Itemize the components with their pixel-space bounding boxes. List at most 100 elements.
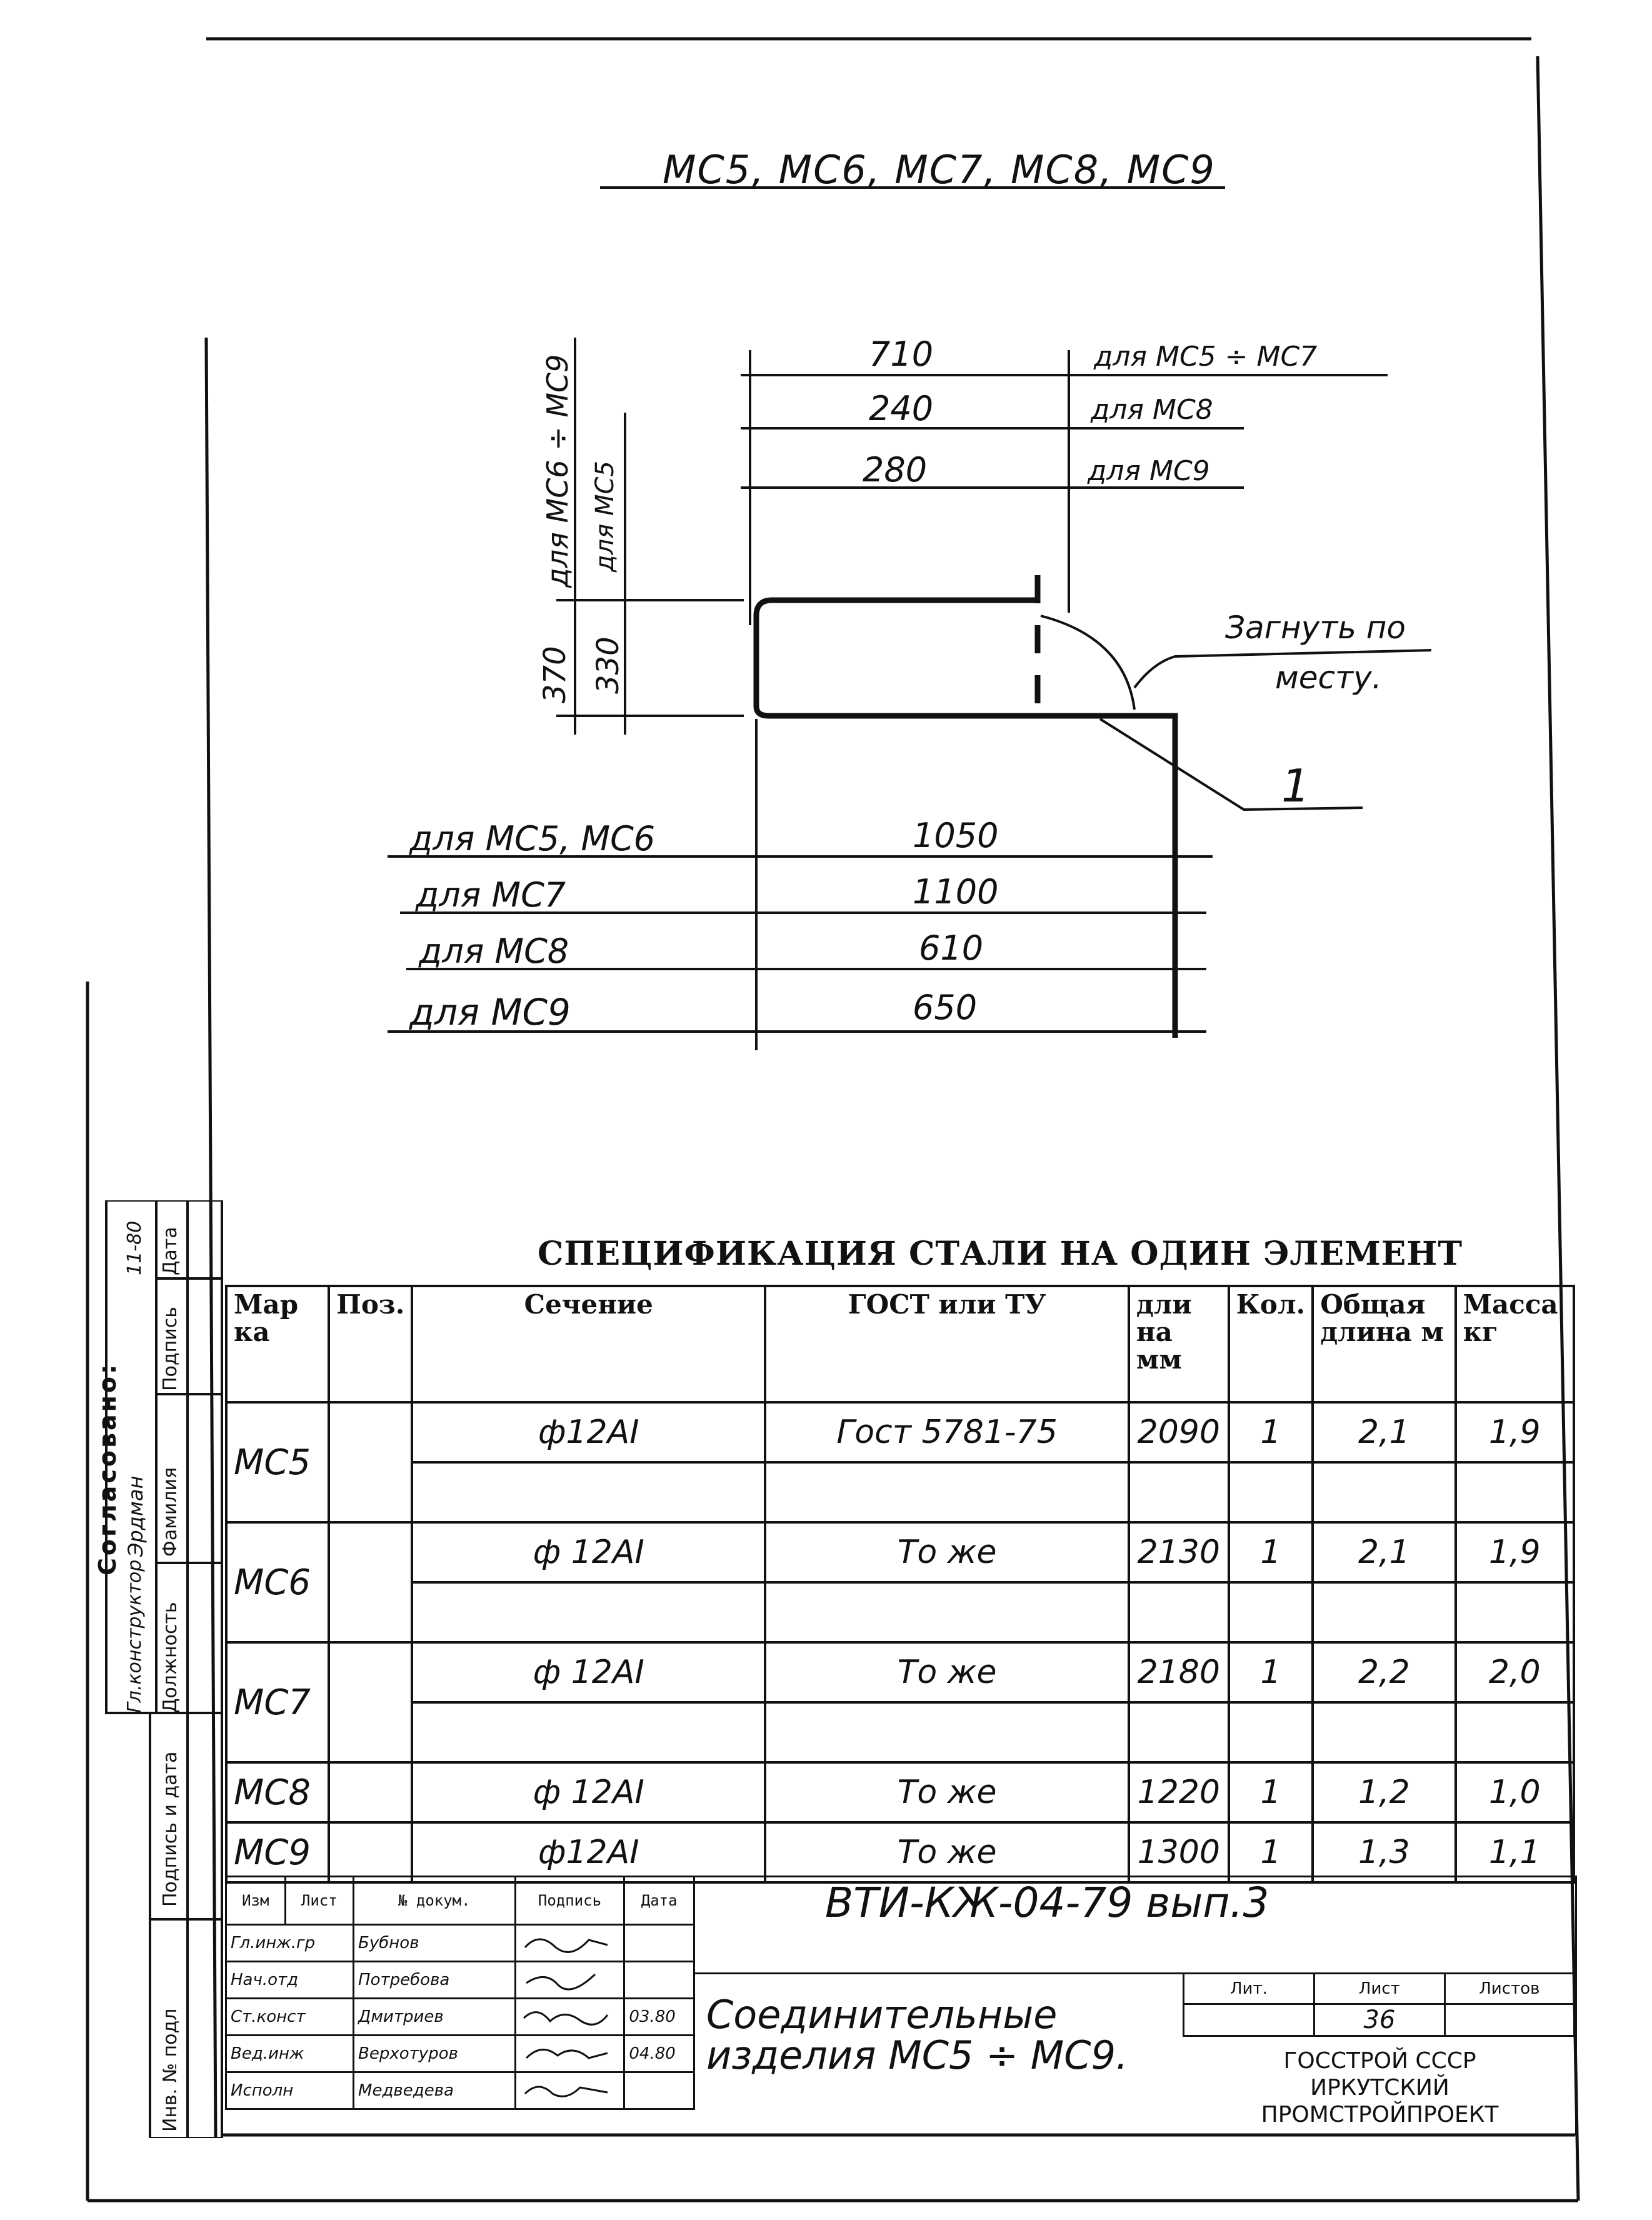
spec-caption: СПЕЦИФИКАЦИЯ СТАЛИ НА ОДИН ЭЛЕМЕНТ (538, 1235, 1463, 1273)
revision-header-row: Изм Лист № докум. Подпись Дата (225, 1876, 695, 1926)
cell-total: 1,2 (1311, 1761, 1457, 1824)
header-gost: ГОСТ или ТУ (764, 1285, 1130, 1404)
sheets-value (1443, 2003, 1576, 2037)
part-name-box (695, 1972, 1183, 2134)
dim-top-value-1: 710 (869, 334, 934, 374)
dim-bottom-label-2: для МС7 (416, 875, 566, 915)
document-code: ВТИ-КЖ-04-79 вып.3 (825, 1879, 1269, 1927)
table-row-blank (226, 1581, 1576, 1644)
cell-qty: 1 (1227, 1401, 1314, 1464)
signer-role: Исполн (224, 2071, 355, 2110)
organization-name: ГОССТРОЙ СССР ИРКУТСКИЙ ПРОМСТРОЙПРОЕКТ (1184, 2047, 1575, 2129)
sheet-info-values: 36 (1183, 2003, 1576, 2037)
dim-bottom-value-1: 1050 (913, 816, 999, 855)
cell-gost: То же (764, 1761, 1130, 1824)
cell-pos (328, 1761, 414, 1824)
signer-name: Потребова (353, 1961, 516, 1999)
signer-signature (514, 1961, 626, 1999)
header-section: Сечение (411, 1285, 767, 1404)
dim-top-note-2: для МС8 (1091, 394, 1213, 426)
dim-height-value-1: 370 (538, 646, 573, 703)
signer-role: Нач.отд (224, 1961, 355, 1999)
approval-position: Гл.конструктор (124, 1559, 146, 1713)
sheet-label: Лист (1313, 1972, 1446, 2005)
dim-height-note-1: для МС6 ÷ МС9 (541, 354, 574, 588)
signer-role: Гл.инж.гр (224, 1924, 355, 1962)
signer-name: Дмитриев (353, 1997, 516, 2036)
org-line-1: ГОССТРОЙ СССР (1283, 2048, 1476, 2074)
signer-row: Гл.инж.гр Бубнов (224, 1924, 695, 1962)
dim-top-note-1: для МС5 ÷ МС7 (1094, 341, 1318, 373)
table-row: МС8 ф 12АI То же 1220 1 1,2 1,0 (224, 1761, 1576, 1824)
header-pos: Поз. (328, 1285, 414, 1404)
cell-mark: МС7 (224, 1641, 331, 1764)
header-mark: Мар ка (224, 1285, 331, 1404)
signer-name: Верхотуров (353, 2034, 516, 2073)
cell-mass: 2,0 (1454, 1641, 1576, 1704)
signature-date-label: Подпись и дата (159, 1751, 181, 1907)
dim-height-value-2: 330 (591, 636, 626, 694)
approval-header-signature: Подпись (159, 1307, 181, 1391)
title-block-main (695, 1876, 1577, 2136)
table-row: МС7 ф 12АI То же 2180 1 2,2 2,0 (224, 1641, 1576, 1764)
cell-mass: 1,0 (1454, 1761, 1576, 1824)
cell-mark: МС9 (224, 1821, 331, 1884)
header-change: Изм (225, 1876, 286, 1926)
org-line-2: ИРКУТСКИЙ (1310, 2075, 1449, 2101)
cell-section: ф 12АI (411, 1521, 767, 1584)
signer-name: Медведева (353, 2071, 516, 2110)
cell-pos (328, 1641, 414, 1764)
sheet-info-header: Лит. Лист Листов (1183, 1972, 1576, 2005)
cell-length: 1220 (1127, 1761, 1230, 1824)
cell-total: 2,1 (1311, 1401, 1457, 1464)
header-sheet: Лист (284, 1876, 355, 1926)
table-row: МС6 ф 12АI То же 2130 1 2,1 1,9 (224, 1521, 1576, 1644)
spec-header-row: Мар ка Поз. Сечение ГОСТ или ТУ дли на м… (224, 1285, 1576, 1404)
cell-section: ф12АI (411, 1401, 767, 1464)
cell-gost: То же (764, 1521, 1130, 1584)
cell-mark: МС5 (224, 1401, 331, 1524)
signer-role: Вед.инж (224, 2034, 355, 2073)
signer-row: Исполн Медведева (224, 2071, 695, 2110)
cell-length: 2180 (1127, 1641, 1230, 1704)
sheet-number: 36 (1313, 2003, 1446, 2037)
cell-gost: Гост 5781-75 (764, 1401, 1130, 1464)
signer-name: Бубнов (353, 1924, 516, 1962)
signer-row: Нач.отд Потребова (224, 1961, 695, 1999)
cell-pos (328, 1821, 414, 1884)
signer-date: 04.80 (623, 2034, 695, 2073)
header-date: Дата (623, 1876, 695, 1926)
table-row: МС9 ф12АI То же 1300 1 1,3 1,1 (224, 1821, 1576, 1884)
table-row-blank (226, 1461, 1576, 1524)
approval-header-surname: Фамилия (159, 1467, 181, 1557)
dim-bottom-value-4: 650 (913, 988, 978, 1027)
cell-length: 1300 (1127, 1821, 1230, 1884)
table-row: МС5 ф12АI Гост 5781-75 2090 1 2,1 1,9 (224, 1401, 1576, 1524)
cell-length: 2130 (1127, 1521, 1230, 1584)
part-name: Соединительные изделия МС5 ÷ МС9. (706, 1992, 1128, 2079)
cell-total: 2,2 (1311, 1641, 1457, 1704)
cell-mass: 1,1 (1454, 1821, 1576, 1884)
dim-top-value-2: 240 (869, 389, 934, 428)
cell-mark: МС6 (224, 1521, 331, 1644)
header-total-length: Общая длина м (1311, 1285, 1457, 1404)
header-doc-number: № докум. (353, 1876, 516, 1926)
approval-header-date: Дата (159, 1227, 181, 1275)
approval-date: 11-80 (124, 1220, 146, 1275)
revision-table: Изм Лист № докум. Подпись Дата Гл.инж.гр… (224, 1876, 695, 2110)
spec-table: Мар ка Поз. Сечение ГОСТ или ТУ дли на м… (224, 1285, 1576, 1884)
approval-header-position: Должность (159, 1602, 181, 1713)
signer-signature (514, 2034, 626, 2073)
signer-row: Ст.конст Дмитриев 03.80 (224, 1997, 695, 2036)
cell-section: ф12АI (411, 1821, 767, 1884)
drawing-title: МС5, МС6, МС7, МС8, МС9 (663, 147, 1216, 193)
position-label: 1 (1281, 760, 1310, 812)
dim-bottom-value-2: 1100 (913, 872, 999, 912)
dim-top-value-3: 280 (863, 450, 928, 490)
header-signature: Подпись (514, 1876, 626, 1926)
bend-note-line2: месту. (1275, 660, 1382, 696)
signer-role: Ст.конст (224, 1997, 355, 2036)
cell-gost: То же (764, 1821, 1130, 1884)
cell-mass: 1,9 (1454, 1401, 1576, 1464)
